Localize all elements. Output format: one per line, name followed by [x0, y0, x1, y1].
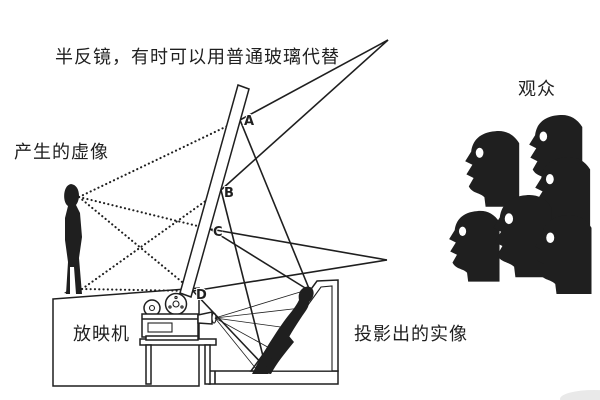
virtual-person-silhouette [64, 184, 82, 294]
ray-a-to-upper-eye [239, 39, 389, 121]
projector-table [139, 338, 217, 385]
projector-device [141, 292, 217, 341]
stage-platform [52, 287, 200, 387]
label-projector: 放映机 [73, 324, 130, 345]
real-image-silhouette [252, 286, 314, 374]
ray-c-to-lower-eye [209, 228, 388, 261]
audience-head [465, 130, 520, 207]
screen-base-slab [208, 370, 339, 385]
ray-screen-to-c [209, 228, 311, 292]
label-audience: 观众 [518, 79, 556, 100]
audience-group [449, 114, 592, 294]
ray-screen-to-a [239, 119, 311, 292]
glass-point-b: B [224, 186, 234, 201]
glass-point-a: A [244, 114, 254, 129]
label-virtual-image: 产生的虚像 [14, 142, 109, 163]
glass-point-c: C [213, 225, 223, 240]
paper-smudge [560, 390, 600, 400]
reflected-sight-rays [192, 39, 389, 292]
label-real-image: 投影出的实像 [354, 324, 468, 345]
ray-b-to-upper-eye [220, 39, 389, 191]
half-mirror-glass [179, 84, 250, 298]
incident-rays [192, 119, 311, 369]
virtual-image-dotted-rays [77, 118, 242, 293]
ray-screen-to-d [192, 290, 267, 369]
label-half-mirror: 半反镜，有时可以用普通玻璃代替 [55, 47, 340, 68]
audience-head [449, 210, 500, 282]
ray-d-to-lower-eye [192, 259, 388, 292]
ray-screen-to-b [220, 189, 267, 369]
glass-point-d: D [196, 288, 207, 303]
